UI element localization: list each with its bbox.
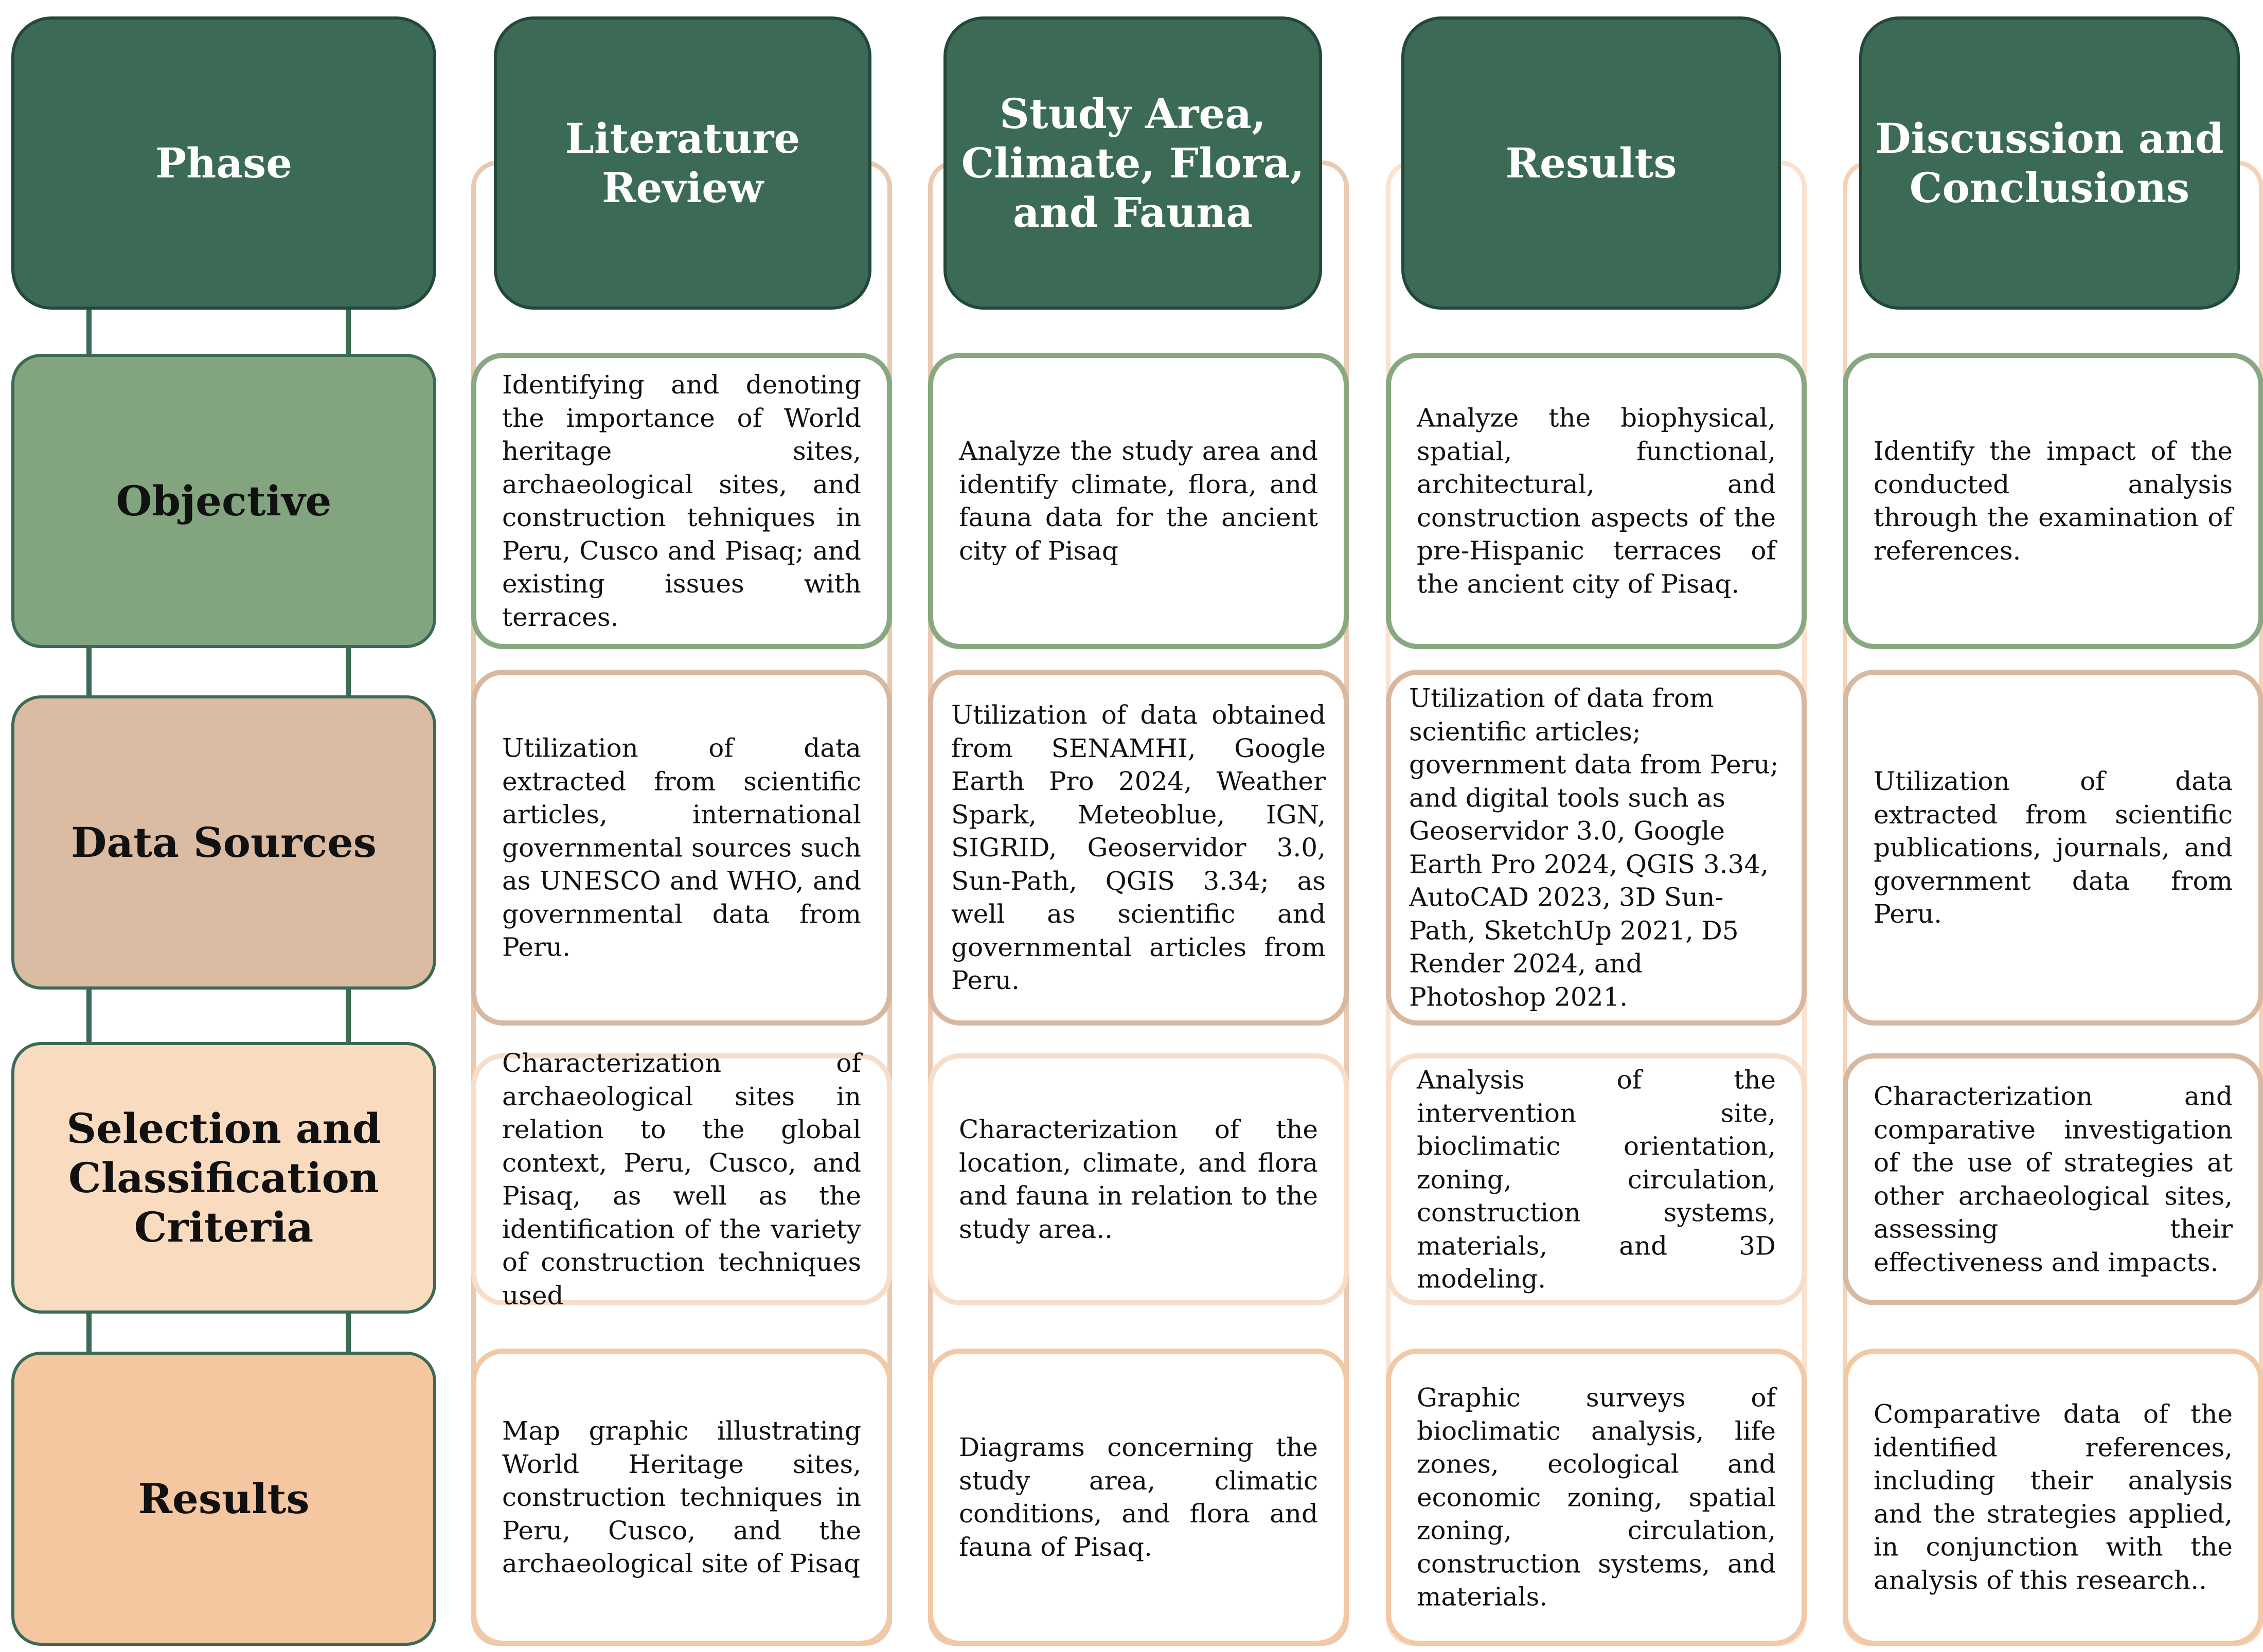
header-literature-review-label: Literature Review (565, 114, 800, 212)
cell-selection-results: Analysis of the intervention site, biocl… (1386, 1053, 1807, 1305)
cell-objective-results: Analyze the biophysical, spatial, functi… (1386, 353, 1807, 649)
cell-text: Diagrams concerning the study area, clim… (959, 1432, 1318, 1562)
cell-objective-literature-review: Identifying and denoting the importance … (471, 353, 892, 649)
header-study-area-label: Study Area, Climate, Flora, and Fauna (961, 89, 1305, 237)
cell-objective-discussion: Identify the impact of the conducted ana… (1843, 353, 2263, 649)
cell-text: Characterization of the location, climat… (959, 1115, 1318, 1244)
cell-results-discussion: Comparative data of the identified refer… (1843, 1349, 2263, 1646)
cell-data-sources-results: Utilization of data from scientific arti… (1386, 670, 1807, 1026)
header-results-label: Results (1505, 139, 1677, 187)
cell-text: Identifying and denoting the importance … (502, 370, 861, 632)
header-study-area: Study Area, Climate, Flora, and Fauna (943, 16, 1322, 310)
phase-data-sources-label: Data Sources (71, 818, 377, 867)
cell-text: Identify the impact of the conducted ana… (1874, 436, 2233, 566)
cell-selection-discussion: Characterization and comparative investi… (1843, 1053, 2263, 1305)
cell-data-sources-literature-review: Utilization of data extracted from scien… (471, 670, 892, 1026)
cell-results-results: Graphic surveys of bioclimatic analysis,… (1386, 1349, 1807, 1646)
cell-text: Comparative data of the identified refer… (1874, 1399, 2233, 1595)
cell-text: Characterization of archaeological sites… (502, 1048, 861, 1310)
cell-selection-literature-review: Characterization of archaeological sites… (471, 1048, 892, 1310)
header-results: Results (1401, 16, 1781, 310)
cell-results-literature-review: Map graphic illustrating World Heritage … (471, 1349, 892, 1646)
phase-objective-label: Objective (116, 477, 332, 525)
header-phase: Phase (11, 16, 436, 310)
cell-results-study-area: Diagrams concerning the study area, clim… (928, 1349, 1349, 1646)
cell-text: Utilization of data from scientific arti… (1409, 683, 1779, 1012)
cell-data-sources-study-area: Utilization of data obtained from SENAMH… (928, 670, 1349, 1026)
cell-text: Map graphic illustrating World Heritage … (502, 1415, 861, 1578)
cell-text: Analysis of the intervention site, biocl… (1417, 1065, 1776, 1294)
cell-text: Graphic surveys of bioclimatic analysis,… (1417, 1382, 1776, 1612)
cell-text: Utilization of data obtained from SENAMH… (951, 699, 1326, 995)
cell-text: Analyze the biophysical, spatial, functi… (1417, 403, 1776, 599)
cell-text: Utilization of data extracted from scien… (502, 733, 861, 962)
cell-text: Utilization of data extracted from scien… (1874, 766, 2233, 929)
phase-selection-criteria: Selection and Classification Criteria (11, 1042, 436, 1314)
cell-data-sources-discussion: Utilization of data extracted from scien… (1843, 670, 2263, 1026)
header-literature-review: Literature Review (494, 16, 871, 310)
phase-selection-criteria-label: Selection and Classification Criteria (66, 1104, 381, 1251)
cell-objective-study-area: Analyze the study area and identify clim… (928, 353, 1349, 649)
phase-results: Results (11, 1352, 436, 1646)
header-phase-label: Phase (155, 139, 293, 187)
header-discussion: Discussion and Conclusions (1859, 16, 2240, 310)
phase-results-label: Results (138, 1475, 310, 1523)
cell-text: Characterization and comparative investi… (1874, 1081, 2233, 1278)
phase-objective: Objective (11, 354, 436, 648)
phase-data-sources: Data Sources (11, 695, 436, 990)
cell-text: Analyze the study area and identify clim… (959, 436, 1318, 566)
cell-selection-study-area: Characterization of the location, climat… (928, 1053, 1349, 1305)
header-discussion-label: Discussion and Conclusions (1875, 114, 2224, 212)
